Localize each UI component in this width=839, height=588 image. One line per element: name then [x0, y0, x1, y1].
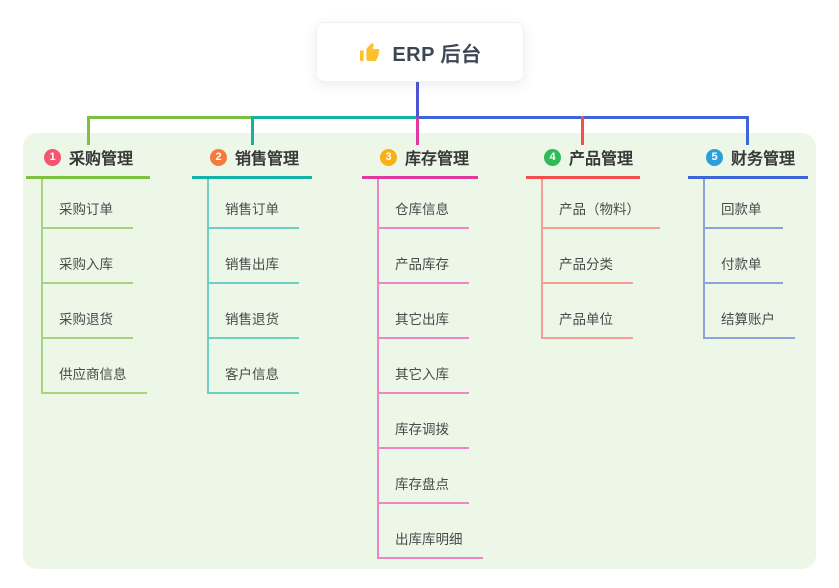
child-node[interactable]: 销售订单	[209, 179, 299, 229]
branch-column: 3 库存管理 仓库信息产品库存其它出库其它入库库存调拨库存盘点出库库明细	[362, 145, 483, 559]
child-node[interactable]: 出库库明细	[379, 504, 483, 559]
branch-index-badge: 1	[44, 148, 61, 166]
connector-drop-branch3	[416, 118, 419, 145]
child-node[interactable]: 产品分类	[543, 229, 633, 284]
child-node[interactable]: 供应商信息	[43, 339, 147, 394]
branch-node[interactable]: 4 产品管理	[526, 145, 640, 179]
branch-children: 产品（物料）产品分类产品单位	[541, 179, 660, 339]
child-node[interactable]: 客户信息	[209, 339, 299, 394]
branch-index-badge: 3	[380, 148, 397, 166]
branch-index-badge: 4	[544, 148, 561, 166]
branch-column: 5 财务管理 回款单付款单结算账户	[688, 145, 808, 339]
connector-root-trunk	[416, 82, 419, 117]
branch-label: 库存管理	[405, 151, 470, 168]
branch-node[interactable]: 1 采购管理	[26, 145, 150, 179]
child-node[interactable]: 产品单位	[543, 284, 633, 339]
branch-index-badge: 2	[210, 148, 227, 166]
branch-children: 采购订单采购入库采购退货供应商信息	[41, 179, 147, 394]
child-node[interactable]: 其它出库	[379, 284, 469, 339]
child-node[interactable]: 采购入库	[43, 229, 133, 284]
child-node[interactable]: 产品（物料）	[543, 179, 660, 229]
child-node[interactable]: 采购退货	[43, 284, 133, 339]
connector-bus-branch2	[253, 116, 417, 119]
branch-children: 仓库信息产品库存其它出库其它入库库存调拨库存盘点出库库明细	[377, 179, 483, 559]
branch-node[interactable]: 3 库存管理	[362, 145, 478, 179]
branch-index-badge: 5	[706, 148, 723, 166]
child-node[interactable]: 其它入库	[379, 339, 469, 394]
branch-label: 采购管理	[69, 151, 134, 168]
branch-column: 1 采购管理 采购订单采购入库采购退货供应商信息	[26, 145, 150, 394]
branch-label: 产品管理	[569, 151, 634, 168]
branch-column: 4 产品管理 产品（物料）产品分类产品单位	[526, 145, 660, 339]
thumbs-up-icon	[358, 40, 382, 64]
branch-children: 销售订单销售出库销售退货客户信息	[207, 179, 299, 394]
root-title: ERP 后台	[392, 43, 482, 66]
child-node[interactable]: 库存盘点	[379, 449, 469, 504]
child-node[interactable]: 销售出库	[209, 229, 299, 284]
branch-label: 财务管理	[731, 151, 796, 168]
child-node[interactable]: 付款单	[705, 229, 783, 284]
branch-label: 销售管理	[235, 151, 300, 168]
branch-node[interactable]: 5 财务管理	[688, 145, 808, 179]
child-node[interactable]: 库存调拨	[379, 394, 469, 449]
branch-node[interactable]: 2 销售管理	[192, 145, 312, 179]
child-node[interactable]: 销售退货	[209, 284, 299, 339]
branch-column: 2 销售管理 销售订单销售出库销售退货客户信息	[192, 145, 312, 394]
child-node[interactable]: 采购订单	[43, 179, 133, 229]
connector-drop-branch4	[581, 116, 584, 145]
child-node[interactable]: 回款单	[705, 179, 783, 229]
child-node[interactable]: 仓库信息	[379, 179, 469, 229]
connector-drop-branch5	[746, 116, 749, 145]
branch-children: 回款单付款单结算账户	[703, 179, 795, 339]
root-node[interactable]: ERP 后台	[316, 22, 524, 82]
connector-drop-branch2	[251, 116, 254, 145]
branches-panel	[23, 133, 816, 569]
connector-bus-branch1	[87, 116, 254, 119]
child-node[interactable]: 结算账户	[705, 284, 795, 339]
child-node[interactable]: 产品库存	[379, 229, 469, 284]
connector-drop-branch1	[87, 116, 90, 145]
